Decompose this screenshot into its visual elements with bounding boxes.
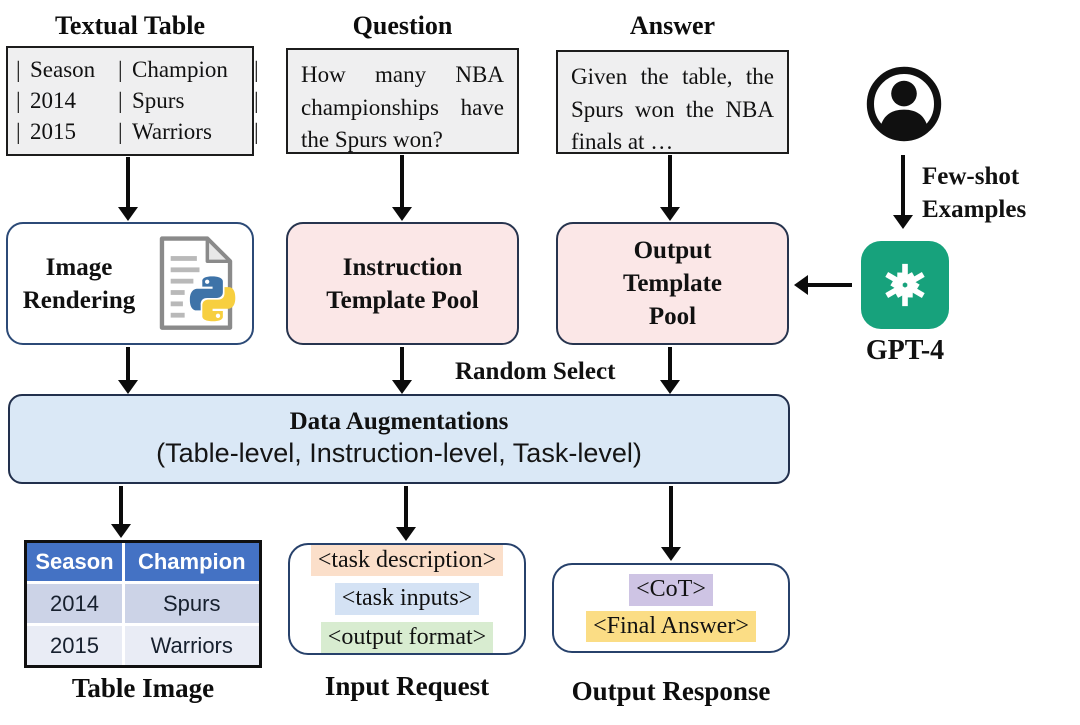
arrow-augmentation-to-output-response bbox=[660, 486, 682, 561]
question-title: Question bbox=[352, 11, 453, 40]
pipe: | bbox=[16, 57, 21, 82]
final-answer-slot: <Final Answer> bbox=[586, 610, 756, 643]
table-image-cell: 2014 bbox=[27, 584, 122, 623]
data-augmentations-box: Data Augmentations (Table-level, Instruc… bbox=[8, 394, 790, 484]
pipe: | bbox=[118, 119, 123, 144]
table-image-caption: Table Image bbox=[71, 673, 215, 703]
pipe: | bbox=[118, 57, 123, 82]
pipe: | bbox=[16, 88, 21, 113]
task-description-slot: <task description> bbox=[310, 544, 504, 577]
output-response-caption: Output Response bbox=[571, 676, 771, 706]
output-template-pool-label: Output Template Pool bbox=[622, 237, 723, 330]
table-image-header-cell: Champion bbox=[124, 543, 259, 581]
arrow-output-to-augmentation bbox=[659, 347, 681, 394]
openai-logo-icon bbox=[861, 241, 949, 329]
table-image-row: 2015 Warriors bbox=[27, 626, 259, 665]
md-cell: Spurs bbox=[132, 88, 185, 113]
data-augmentations-subtitle: (Table-level, Instruction-level, Task-le… bbox=[156, 438, 642, 469]
person-icon bbox=[866, 66, 942, 142]
input-request-caption: Input Request bbox=[324, 671, 490, 701]
md-cell: Season bbox=[30, 57, 96, 82]
pipe: | bbox=[254, 119, 259, 144]
input-request-box: <task description> <task inputs> <output… bbox=[288, 543, 526, 655]
instruction-template-pool-label: Instruction Template Pool bbox=[326, 253, 479, 314]
arrow-person-to-gpt bbox=[892, 155, 914, 229]
md-cell: 2015 bbox=[30, 119, 76, 144]
table-image-header-row: Season Champion bbox=[27, 543, 259, 581]
python-file-icon bbox=[159, 235, 236, 330]
md-cell: Champion bbox=[132, 57, 228, 82]
table-image-cell: 2015 bbox=[27, 626, 122, 665]
arrow-table-to-rendering bbox=[117, 157, 139, 221]
answer-box: Given the table, the Spurs won the NBA f… bbox=[556, 50, 789, 154]
task-inputs-slot: <task inputs> bbox=[334, 583, 480, 615]
table-image-header-cell: Season bbox=[27, 543, 122, 581]
output-response-box: <CoT> <Final Answer> bbox=[552, 563, 790, 653]
question-box: How many NBA championships have the Spur… bbox=[286, 48, 519, 154]
arrow-answer-to-output-pool bbox=[659, 155, 681, 221]
arrow-instruction-to-augmentation bbox=[391, 347, 413, 394]
pipe: | bbox=[118, 88, 123, 113]
answer-title: Answer bbox=[629, 11, 716, 40]
arrow-question-to-instruction-pool bbox=[391, 155, 413, 221]
image-rendering-label: Image Rendering bbox=[22, 253, 136, 314]
table-image-cell: Spurs bbox=[124, 584, 259, 623]
data-augmentations-title: Data Augmentations bbox=[289, 408, 509, 436]
textual-table-box: | Season | Champion | | 2014 | Spurs | |… bbox=[6, 46, 259, 156]
cot-slot: <CoT> bbox=[629, 573, 713, 606]
output-template-pool-box: Output Template Pool bbox=[556, 222, 789, 345]
column-divider bbox=[122, 584, 125, 623]
pipe: | bbox=[254, 57, 259, 82]
gpt4-label: GPT-4 bbox=[865, 335, 945, 366]
pipe: | bbox=[254, 88, 259, 113]
arrow-rendering-to-augmentation bbox=[117, 347, 139, 394]
table-image: Season Champion 2014 Spurs 2015 Warriors bbox=[24, 540, 262, 668]
output-format-slot: <output format> bbox=[320, 621, 494, 654]
arrow-augmentation-to-table-image bbox=[110, 486, 132, 538]
textual-table-title: Textual Table bbox=[54, 11, 206, 40]
arrow-augmentation-to-input-request bbox=[395, 486, 417, 541]
column-divider bbox=[122, 626, 125, 665]
markdown-table: | Season | Champion | | 2014 | Spurs | |… bbox=[8, 48, 259, 147]
pipe: | bbox=[16, 119, 21, 144]
table-image-row: 2014 Spurs bbox=[27, 584, 259, 623]
md-cell: 2014 bbox=[30, 88, 76, 113]
few-shot-label: Few-shot Examples bbox=[922, 163, 1027, 223]
instruction-template-pool-box: Instruction Template Pool bbox=[286, 222, 519, 345]
table-image-cell: Warriors bbox=[124, 626, 259, 665]
column-divider bbox=[122, 543, 125, 581]
arrow-gpt-to-output-pool bbox=[794, 274, 852, 296]
md-cell: Warriors bbox=[132, 119, 212, 144]
random-select-label: Random Select bbox=[455, 358, 616, 385]
image-rendering-box: Image Rendering bbox=[6, 222, 254, 345]
